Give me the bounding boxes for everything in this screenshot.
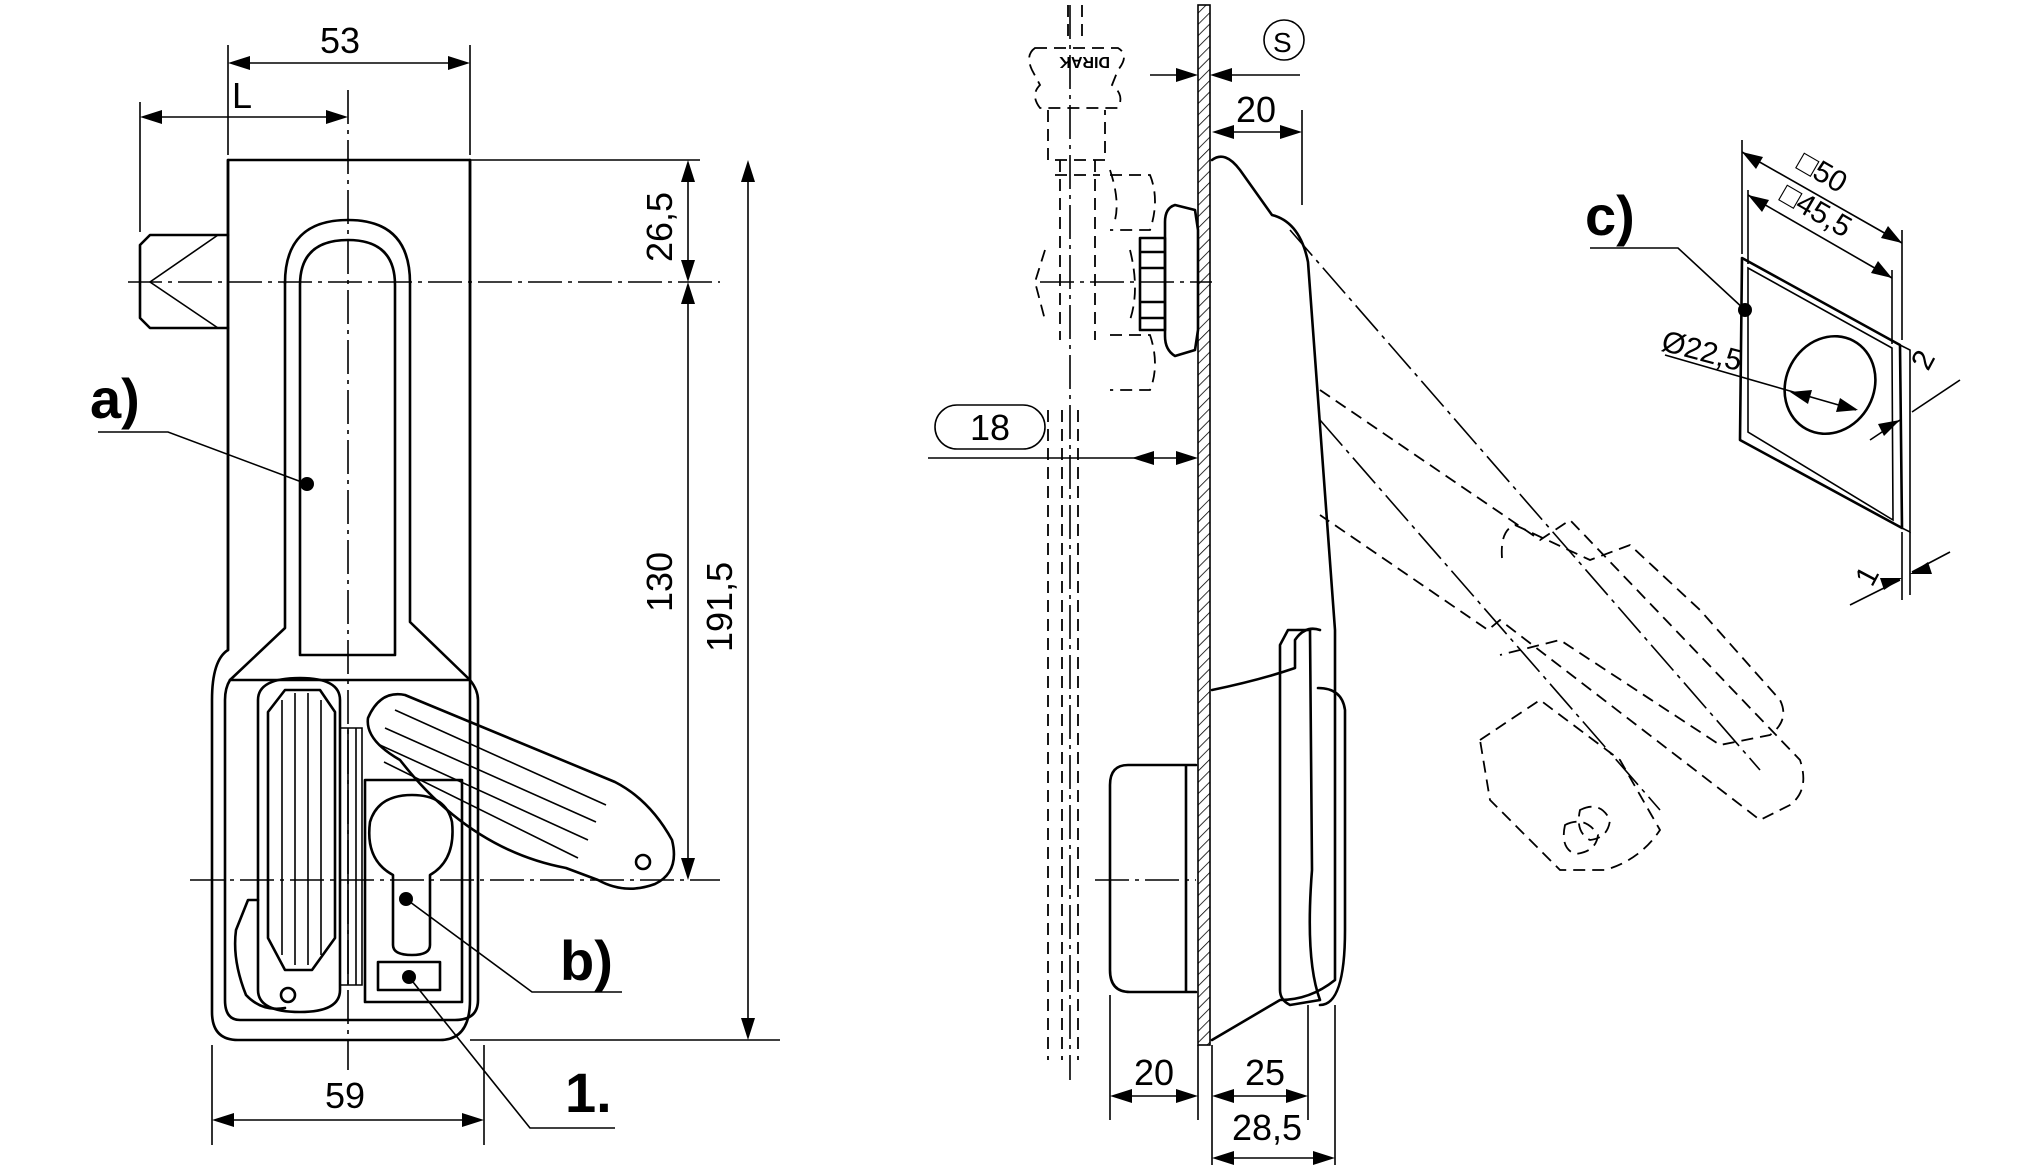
svg-text:130: 130 bbox=[639, 552, 680, 612]
swung-lever-ghost-2 bbox=[1499, 524, 1785, 746]
lever-grip bbox=[366, 692, 676, 890]
cover-slot bbox=[376, 960, 442, 992]
dim-total-height: 191,5 bbox=[470, 160, 780, 1041]
swung-lever-ghost-3 bbox=[1479, 698, 1662, 871]
callout-1-label: 1. bbox=[565, 1061, 612, 1124]
side-housing bbox=[1210, 155, 1337, 1042]
dim-panel-ref: 18 bbox=[928, 404, 1198, 465]
callout-a-label: a) bbox=[90, 367, 140, 430]
rear-ghost-clamps bbox=[1110, 174, 1156, 391]
rear-ghost-bolt bbox=[1028, 5, 1125, 109]
rear-cylinder-box bbox=[1108, 763, 1198, 994]
dim-width-bottom: 59 bbox=[211, 1045, 485, 1145]
hinge-strip bbox=[340, 727, 363, 986]
swung-lever-ghost-1 bbox=[1319, 389, 1805, 822]
svg-text:59: 59 bbox=[325, 1075, 365, 1116]
brand-mark: DIRAK bbox=[1059, 53, 1110, 70]
lever-hole bbox=[634, 853, 652, 871]
dim-offset-l: L bbox=[139, 75, 348, 232]
grip-left-inner bbox=[266, 688, 337, 972]
callout-a-leader bbox=[98, 431, 308, 485]
svg-text:53: 53 bbox=[320, 20, 360, 61]
gasket-inner bbox=[1747, 266, 1894, 522]
svg-text:25: 25 bbox=[1245, 1052, 1285, 1093]
side-view: DIRAK S 20 18 bbox=[928, 4, 1805, 1165]
svg-text:L: L bbox=[232, 75, 252, 116]
dim-inner-square: □45,5 bbox=[1747, 177, 1893, 344]
dim-seal-symbol: S bbox=[1150, 19, 1305, 82]
svg-text:26,5: 26,5 bbox=[639, 192, 680, 262]
callout-c-leader bbox=[1590, 247, 1746, 311]
gasket-hole bbox=[1783, 334, 1877, 436]
handle-inner bbox=[298, 238, 397, 657]
svg-text:28,5: 28,5 bbox=[1232, 1107, 1302, 1148]
cylinder-keyway bbox=[367, 793, 454, 957]
dim-top-depth: 20 bbox=[1212, 89, 1303, 205]
lower-housing bbox=[223, 678, 480, 1022]
front-upper-plate bbox=[226, 158, 472, 682]
dim-overall-depth: 28,5 bbox=[1212, 1005, 1336, 1165]
cutout-view: c) □50 □45,5 Ø22,5 bbox=[1585, 140, 1961, 606]
callout-c-label: c) bbox=[1585, 184, 1635, 247]
callout-b-label: b) bbox=[560, 929, 613, 992]
swung-centerline-1 bbox=[1289, 229, 1761, 771]
nut-washer bbox=[1138, 236, 1167, 332]
front-view: a) b) 1. 53 L 26,5 bbox=[90, 20, 780, 1145]
callout-1-leader bbox=[408, 976, 615, 1129]
gasket-thickness bbox=[1899, 344, 1911, 534]
side-cover-cap bbox=[1316, 686, 1347, 1007]
lever-ribs bbox=[379, 709, 607, 859]
front-body-outline bbox=[210, 158, 472, 1042]
dim-pivot-span: 130 bbox=[639, 282, 695, 880]
dim-rear-depth: 20 bbox=[1109, 995, 1199, 1120]
svg-text:1: 1 bbox=[1849, 561, 1886, 591]
side-housing-front bbox=[1210, 627, 1322, 692]
grip-left-tip bbox=[233, 898, 287, 1010]
swung-centerline-2 bbox=[1319, 419, 1661, 811]
grip-left-hole bbox=[279, 986, 297, 1004]
grip-left-ribs bbox=[281, 693, 322, 965]
dim-thickness-a: 2 bbox=[1869, 345, 1961, 441]
handle-neck bbox=[228, 281, 287, 682]
cylinder-frame bbox=[363, 778, 464, 1004]
dim-top-offset: 26,5 bbox=[470, 159, 700, 282]
svg-text:20: 20 bbox=[1236, 89, 1276, 130]
gasket-outer bbox=[1738, 256, 1904, 530]
panel-section bbox=[1197, 4, 1211, 1046]
svg-text:18: 18 bbox=[970, 407, 1010, 448]
svg-text:S: S bbox=[1273, 27, 1292, 58]
svg-text:191,5: 191,5 bbox=[699, 562, 740, 652]
svg-text:20: 20 bbox=[1134, 1052, 1174, 1093]
dim-width-top: 53 bbox=[227, 20, 471, 155]
hex-nut bbox=[1163, 203, 1200, 358]
grip-left-outer bbox=[256, 676, 342, 1014]
dim-front-depth: 25 bbox=[1211, 1005, 1309, 1165]
callout-b-leader bbox=[405, 898, 622, 993]
rear-ghost-shaft bbox=[1034, 110, 1136, 340]
dim-thickness-b: 1 bbox=[1849, 532, 1951, 606]
svg-text:Ø22,5: Ø22,5 bbox=[1658, 325, 1745, 378]
rear-ghost-rod bbox=[1047, 410, 1079, 1060]
handle-outer bbox=[283, 218, 472, 682]
side-escutcheon bbox=[1278, 628, 1322, 1007]
